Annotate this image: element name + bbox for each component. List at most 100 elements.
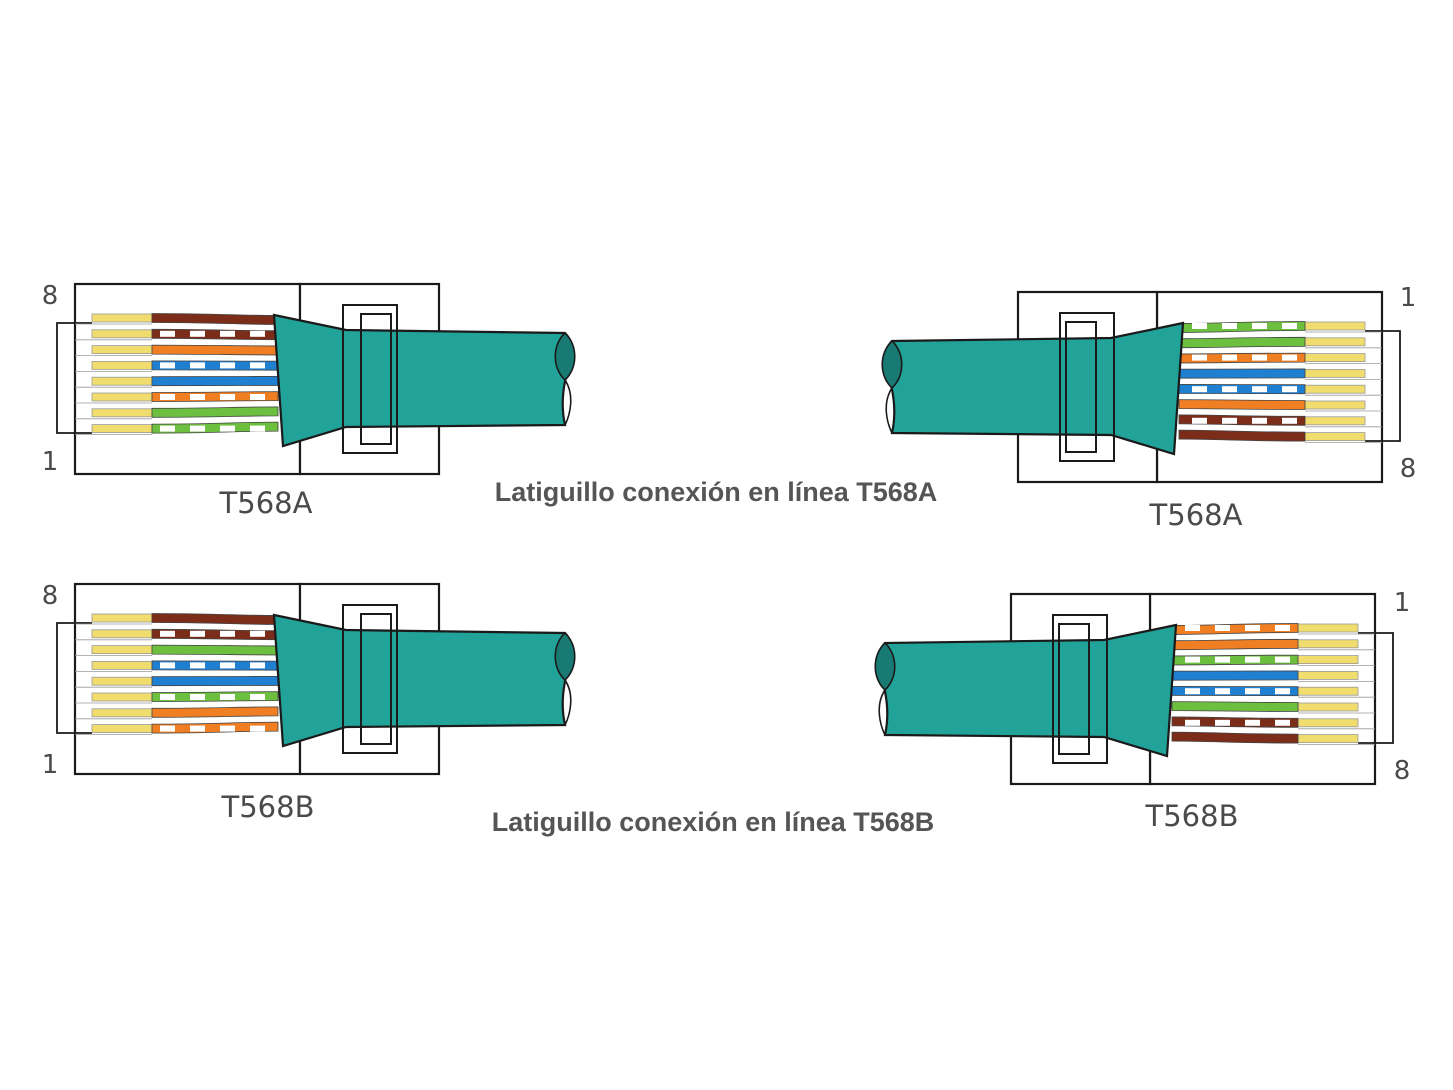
cable-jacket xyxy=(272,613,572,748)
contact-pin xyxy=(1297,734,1359,744)
latch-outer xyxy=(342,304,398,454)
wire-blue xyxy=(75,376,279,388)
contact-pin xyxy=(91,708,153,718)
wire-stripe xyxy=(250,394,265,400)
wire-white-orange xyxy=(75,721,279,736)
wire-insulation xyxy=(1178,399,1306,410)
wire-stripe xyxy=(1215,625,1230,631)
wire-stripe xyxy=(220,394,235,400)
wire-white-brown xyxy=(75,328,279,341)
wire-white-orange xyxy=(1178,352,1382,365)
wire-stripe xyxy=(1275,656,1290,663)
wire-stripe xyxy=(1192,417,1207,424)
wire-insulation xyxy=(1178,368,1306,379)
wire-stripe xyxy=(160,362,175,369)
wire-green xyxy=(75,644,279,657)
contact-pin xyxy=(91,345,153,355)
wire-stripe xyxy=(1185,625,1200,631)
contact-pin xyxy=(91,629,153,639)
wire-stripe xyxy=(1185,656,1200,663)
wire-stripe xyxy=(250,330,265,337)
cable-end-curve xyxy=(564,679,572,726)
contact-pin xyxy=(91,313,153,323)
wire-stripe xyxy=(1245,688,1260,695)
wire-brown xyxy=(1178,429,1382,444)
wire-insulation xyxy=(151,421,279,434)
wire-orange xyxy=(1178,399,1382,412)
wire-stripe xyxy=(220,662,235,669)
cable-jacket xyxy=(878,623,1178,758)
wire-stripe xyxy=(190,630,205,637)
wire-insulation xyxy=(1178,414,1306,426)
contact-pin xyxy=(1297,686,1359,696)
wire-stripe xyxy=(160,694,175,700)
wire-white-blue xyxy=(75,660,279,672)
wire-brown xyxy=(75,313,279,325)
wire-white-green xyxy=(75,421,279,436)
wire-stripe xyxy=(250,694,265,700)
latch-outer xyxy=(1059,312,1115,462)
standard-label-b-right: T568B xyxy=(1145,799,1239,833)
wire-white-green xyxy=(1171,654,1375,667)
wire-stripe xyxy=(1282,417,1297,424)
latch-inner xyxy=(1058,623,1090,755)
contact-pin xyxy=(1304,416,1366,426)
contact-pin xyxy=(91,676,153,686)
wire-stripe xyxy=(250,630,265,637)
wire-stripe xyxy=(1252,323,1267,329)
wire-green xyxy=(1171,701,1375,714)
contact-pin xyxy=(1304,337,1366,347)
wire-insulation xyxy=(1171,731,1299,744)
contact-pin xyxy=(1297,639,1359,649)
wire-white-brown xyxy=(1178,414,1382,428)
wire-insulation xyxy=(151,706,279,718)
wire-stripe xyxy=(1275,625,1290,631)
wire-insulation xyxy=(1178,336,1306,349)
wire-insulation xyxy=(151,406,279,418)
contact-pin xyxy=(91,692,153,702)
wire-white-orange xyxy=(1171,623,1375,635)
wire-insulation xyxy=(151,691,279,702)
contact-pin xyxy=(1297,718,1359,728)
wire-stripe xyxy=(1192,386,1207,393)
wire-insulation xyxy=(151,344,279,356)
wire-stripe xyxy=(1192,354,1207,361)
contact-pin xyxy=(91,329,153,339)
caption-t568b: Latiguillo conexión en línea T568B xyxy=(492,807,935,837)
wire-orange xyxy=(75,706,279,720)
pin-label-a-left-bottom: 1 xyxy=(42,447,59,477)
contact-pin xyxy=(1304,432,1366,442)
wire-stripe xyxy=(1222,417,1237,424)
wire-stripe xyxy=(1282,323,1297,329)
wire-stripe xyxy=(1215,719,1230,726)
wire-stripe xyxy=(220,425,235,432)
contact-pin xyxy=(91,376,153,386)
wire-blue xyxy=(75,676,279,688)
wire-stripe xyxy=(1245,719,1260,726)
contact-pin xyxy=(91,613,153,623)
wire-insulation xyxy=(1171,716,1299,728)
wire-white-brown xyxy=(1171,716,1375,730)
connector-t568a-left xyxy=(56,282,576,476)
wire-stripe xyxy=(1282,354,1297,361)
wire-insulation xyxy=(151,676,279,687)
wire-stripe xyxy=(1222,323,1237,329)
contact-pin xyxy=(91,408,153,418)
wire-insulation xyxy=(151,391,279,402)
wire-stripe xyxy=(1222,386,1237,393)
wire-white-blue xyxy=(1178,384,1382,396)
pin-label-b-right-top: 1 xyxy=(1394,588,1411,618)
wire-stripe xyxy=(250,662,265,669)
wire-white-green xyxy=(75,691,279,704)
standard-label-a-left: T568A xyxy=(219,486,313,520)
contact-bracket xyxy=(1358,632,1394,744)
latch-inner xyxy=(1065,321,1097,453)
contact-pin xyxy=(1304,353,1366,363)
contact-pin xyxy=(1304,384,1366,394)
wire-insulation xyxy=(151,313,279,325)
wire-stripe xyxy=(1282,386,1297,393)
pin-label-a-left-top: 8 xyxy=(42,281,59,311)
cable-jacket xyxy=(272,313,572,448)
standard-label-b-left: T568B xyxy=(221,790,315,824)
